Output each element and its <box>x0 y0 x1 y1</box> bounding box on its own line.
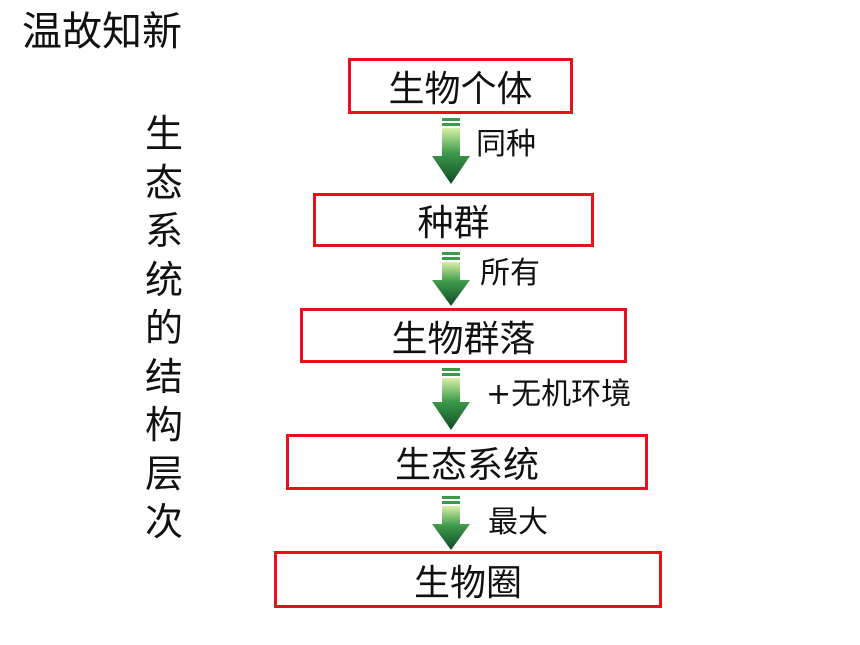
down-arrow-icon <box>432 368 470 434</box>
side-char: 的 <box>144 306 183 350</box>
down-arrow-icon <box>432 252 470 318</box>
side-char: 结 <box>144 354 183 399</box>
side-char: 系 <box>144 209 183 253</box>
down-arrow-icon <box>432 118 470 184</box>
level-box-population: 种群 <box>313 193 594 247</box>
side-char: 次 <box>144 500 183 544</box>
side-char: 统 <box>144 257 183 302</box>
side-char: 态 <box>144 160 183 205</box>
down-arrow-icon <box>432 496 470 562</box>
transition-label-largest: 最大 <box>488 505 548 540</box>
level-box-ecosystem: 生态系统 <box>286 434 648 490</box>
transition-label-all: 所有 <box>480 256 540 291</box>
side-char: 构 <box>144 403 183 447</box>
transition-label-abiotic-environment: +无机环境 <box>486 377 632 412</box>
side-char: 生 <box>144 112 183 156</box>
page-title: 温故知新 <box>22 9 182 55</box>
transition-label-same-species: 同种 <box>476 127 536 162</box>
side-char: 层 <box>144 451 183 496</box>
level-box-community: 生物群落 <box>300 308 627 363</box>
side-vertical-label: 生 态 系 统 的 结 构 层 次 <box>142 110 186 547</box>
level-box-individual: 生物个体 <box>348 58 573 114</box>
level-box-biosphere: 生物圈 <box>274 551 662 608</box>
